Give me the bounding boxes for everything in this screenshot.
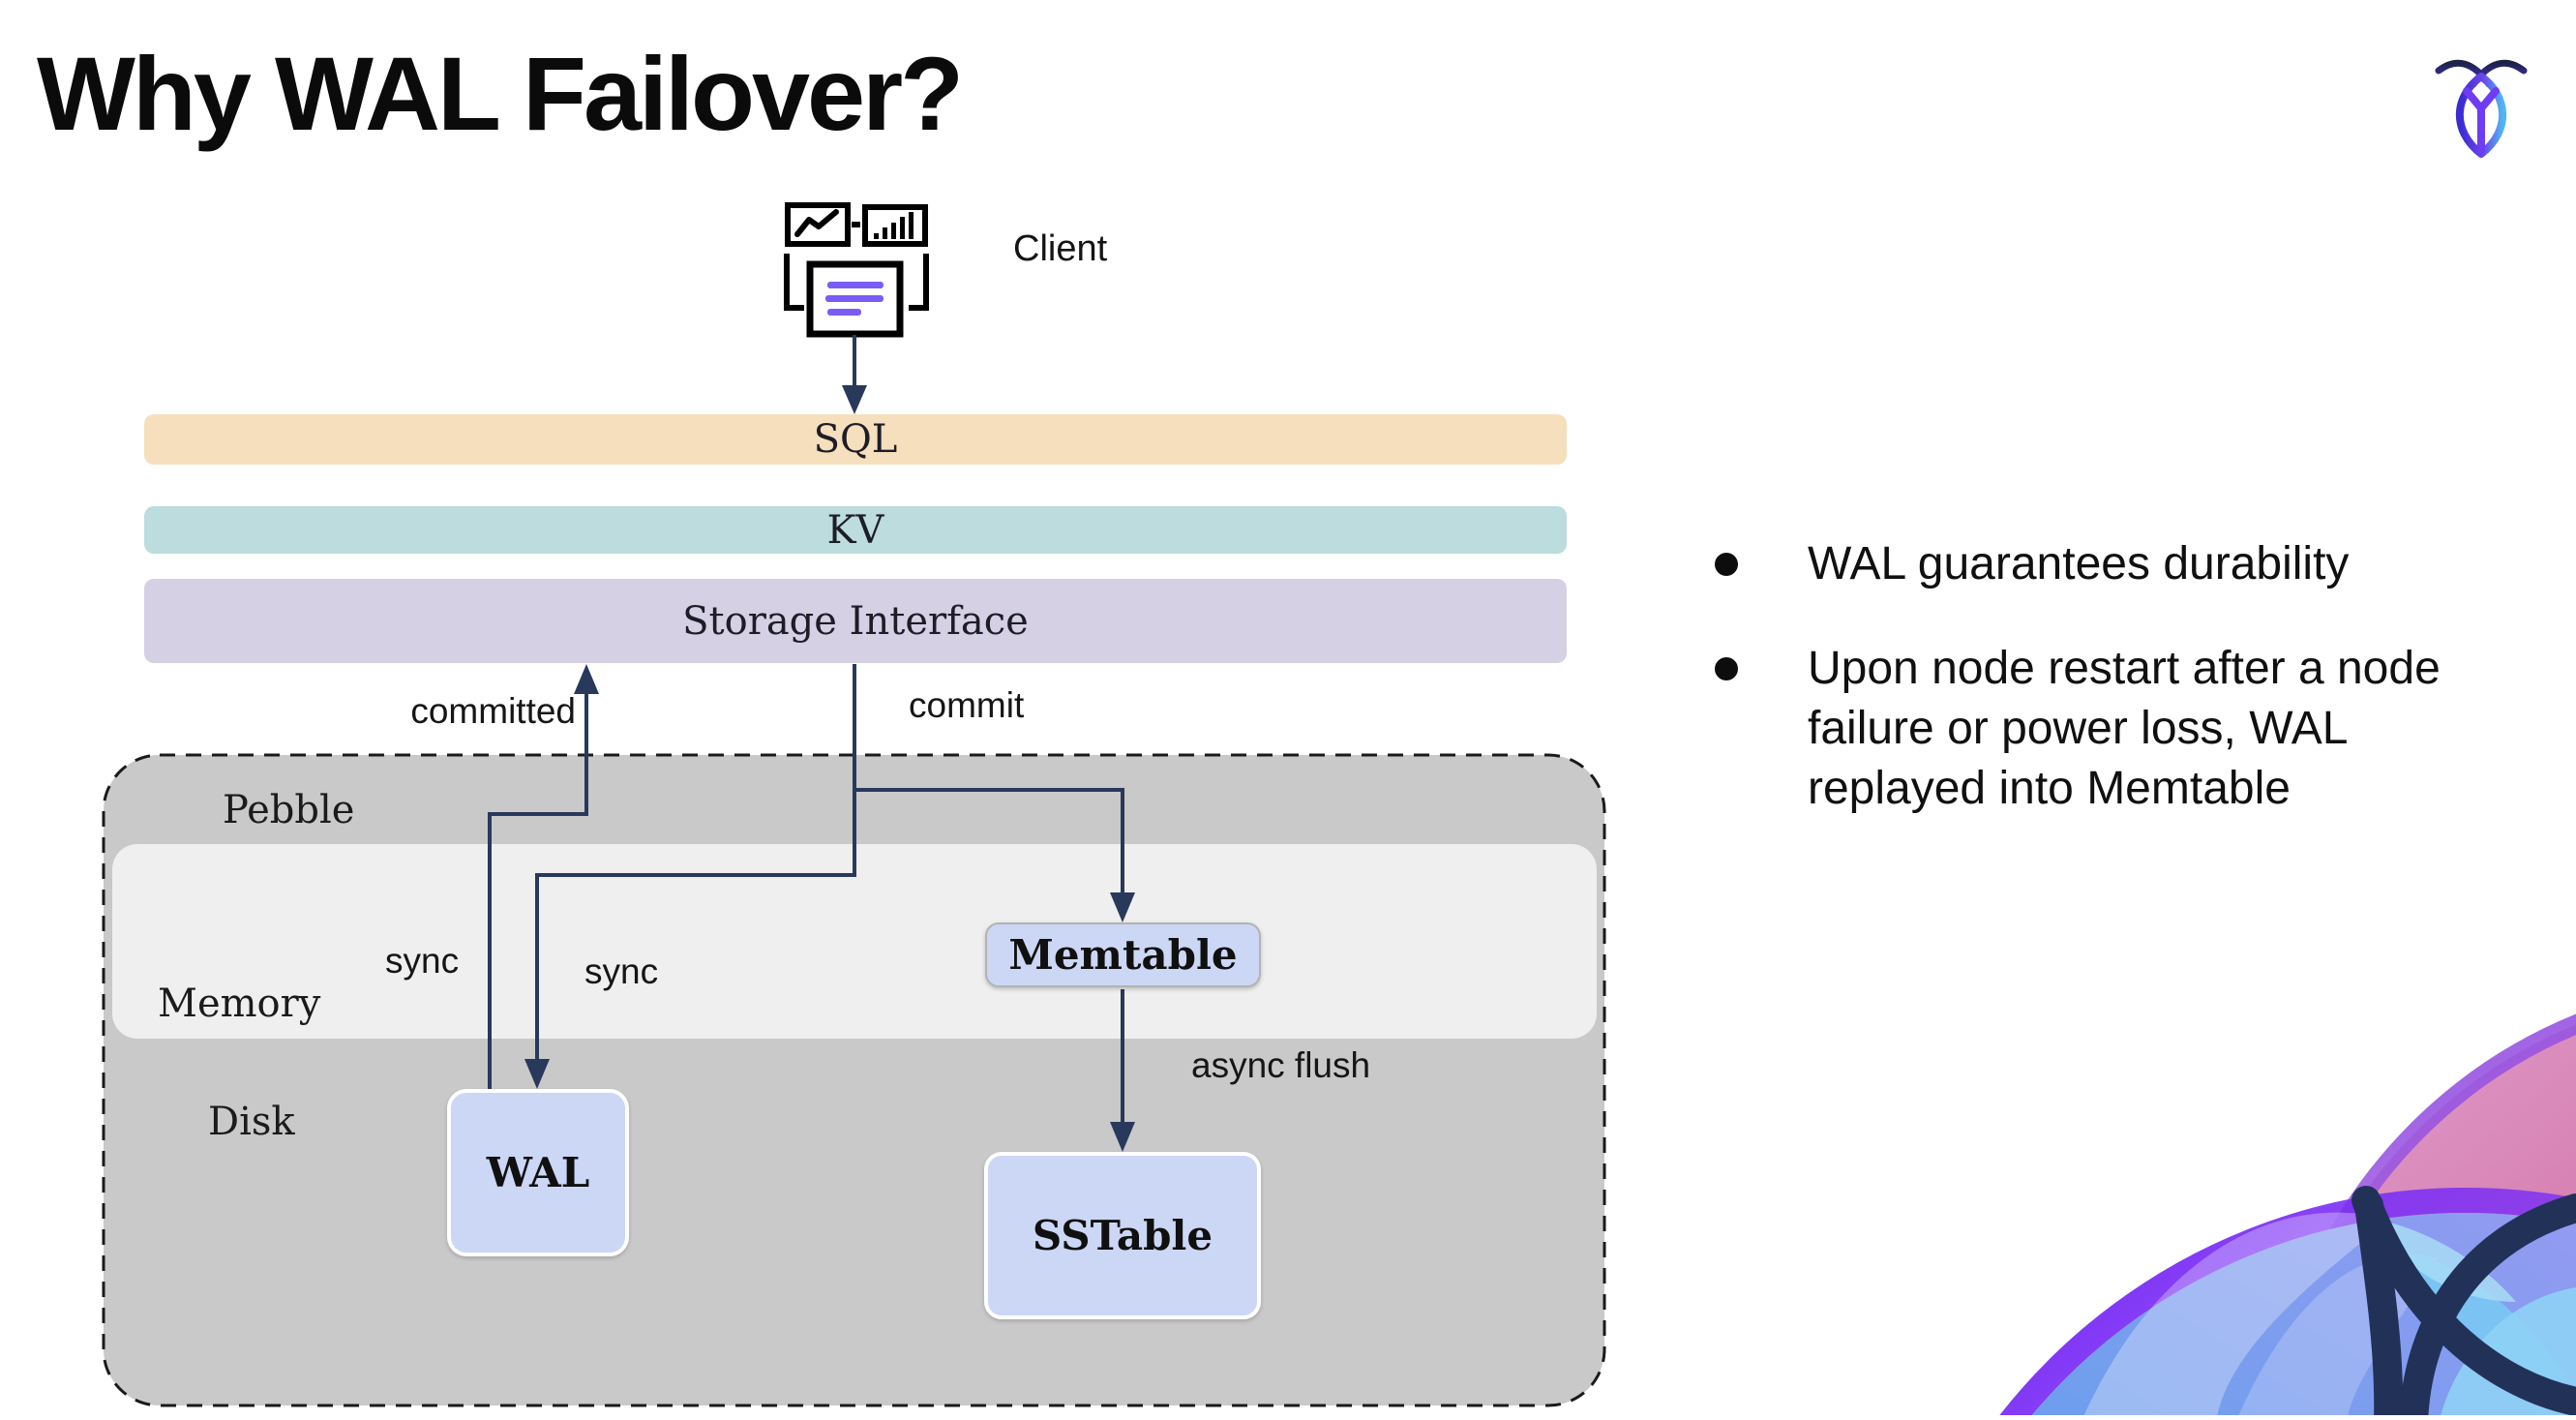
arrowhead-storage: [574, 664, 599, 694]
cockroachdb-logo-icon: [2433, 46, 2530, 163]
memory-label: Memory: [158, 982, 321, 1026]
sql-layer-bar: SQL: [144, 414, 1567, 465]
bullet-text: WAL guarantees durability: [1808, 538, 2350, 589]
vein-2: [2399, 1193, 2576, 1420]
bullet-text: Upon node restart after a node failure o…: [1808, 643, 2441, 814]
commit-edge-label: commit: [909, 685, 1025, 725]
client-icon: [784, 198, 929, 339]
sstable-label: SSTable: [1032, 1212, 1213, 1259]
memtable-node: Memtable: [985, 922, 1261, 987]
client-label: Client: [1013, 228, 1108, 269]
sync-up-edge-label: sync: [385, 941, 460, 981]
slide-title: Why WAL Failover?: [37, 35, 964, 152]
blue-sphere-rim: [1995, 1188, 2576, 1420]
wal-node: WAL: [447, 1089, 629, 1256]
bullet-item: WAL guarantees durability: [1715, 534, 2547, 594]
arrowhead-sql: [842, 385, 867, 414]
right-bracket: [909, 254, 929, 311]
bullet-dot: [1715, 553, 1738, 576]
memory-region: [112, 844, 1597, 1039]
bullet-item: Upon node restart after a node failure o…: [1715, 639, 2547, 819]
left-bracket: [784, 254, 804, 311]
storage-interface-layer-bar: Storage Interface: [144, 579, 1567, 663]
bar-chart-icon: [862, 204, 928, 247]
kv-layer-bar: KV: [144, 506, 1567, 554]
sql-layer-label: SQL: [813, 417, 898, 462]
bullet-dot: [1715, 657, 1738, 680]
cockroachdb-brand-art: [1974, 944, 2576, 1420]
wal-label: WAL: [486, 1149, 590, 1196]
storage-interface-label: Storage Interface: [682, 598, 1029, 644]
async-flush-edge-label: async flush: [1191, 1045, 1371, 1085]
line-chart-icon: [785, 202, 851, 247]
memtable-label: Memtable: [1008, 931, 1238, 979]
dash-connector: [852, 222, 860, 227]
disk-label: Disk: [208, 1100, 295, 1144]
bullet-list: WAL guarantees durability Upon node rest…: [1715, 534, 2547, 819]
document-icon: [806, 260, 904, 338]
vein-3: [2354, 1191, 2404, 1420]
committed-edge-label: committed: [410, 691, 576, 731]
sync-down-edge-label: sync: [584, 952, 659, 991]
kv-layer-label: KV: [826, 507, 884, 553]
sstable-node: SSTable: [984, 1152, 1261, 1319]
pebble-label: Pebble: [223, 788, 355, 832]
